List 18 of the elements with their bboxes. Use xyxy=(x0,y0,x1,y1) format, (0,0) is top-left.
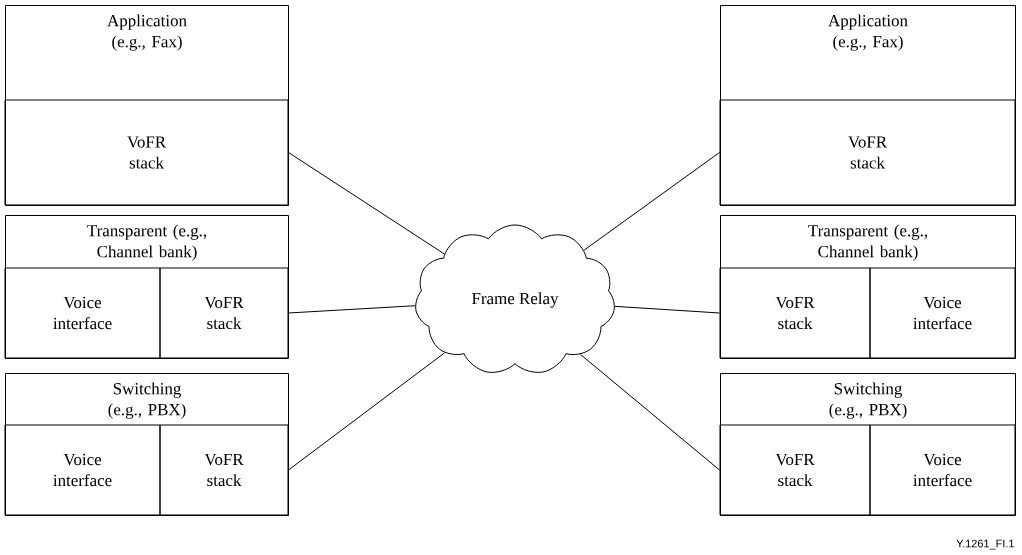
connector-line xyxy=(614,305,720,314)
layer-cell: Voice interface xyxy=(4,424,161,516)
layer-cell: VoFR stack xyxy=(159,267,289,359)
layer-cell: Voice interface xyxy=(869,424,1016,516)
layer-cell: VoFR stack xyxy=(719,267,871,359)
layer-cell: VoFR stack xyxy=(4,99,289,206)
connector-line xyxy=(583,152,720,251)
layer-cell: VoFR stack xyxy=(719,424,871,516)
connector-line xyxy=(288,152,445,255)
figure-id: Y.1261_FI.1 xyxy=(956,539,1014,550)
network-cloud: Frame Relay xyxy=(415,224,615,373)
layer-cell: Voice interface xyxy=(869,267,1016,359)
connector-line xyxy=(580,354,720,471)
connector-line xyxy=(288,305,416,314)
layer-cell: VoFR stack xyxy=(719,99,1016,206)
layer-cell: VoFR stack xyxy=(159,424,289,516)
connector-line xyxy=(288,352,446,471)
layer-cell: Voice interface xyxy=(4,267,161,359)
